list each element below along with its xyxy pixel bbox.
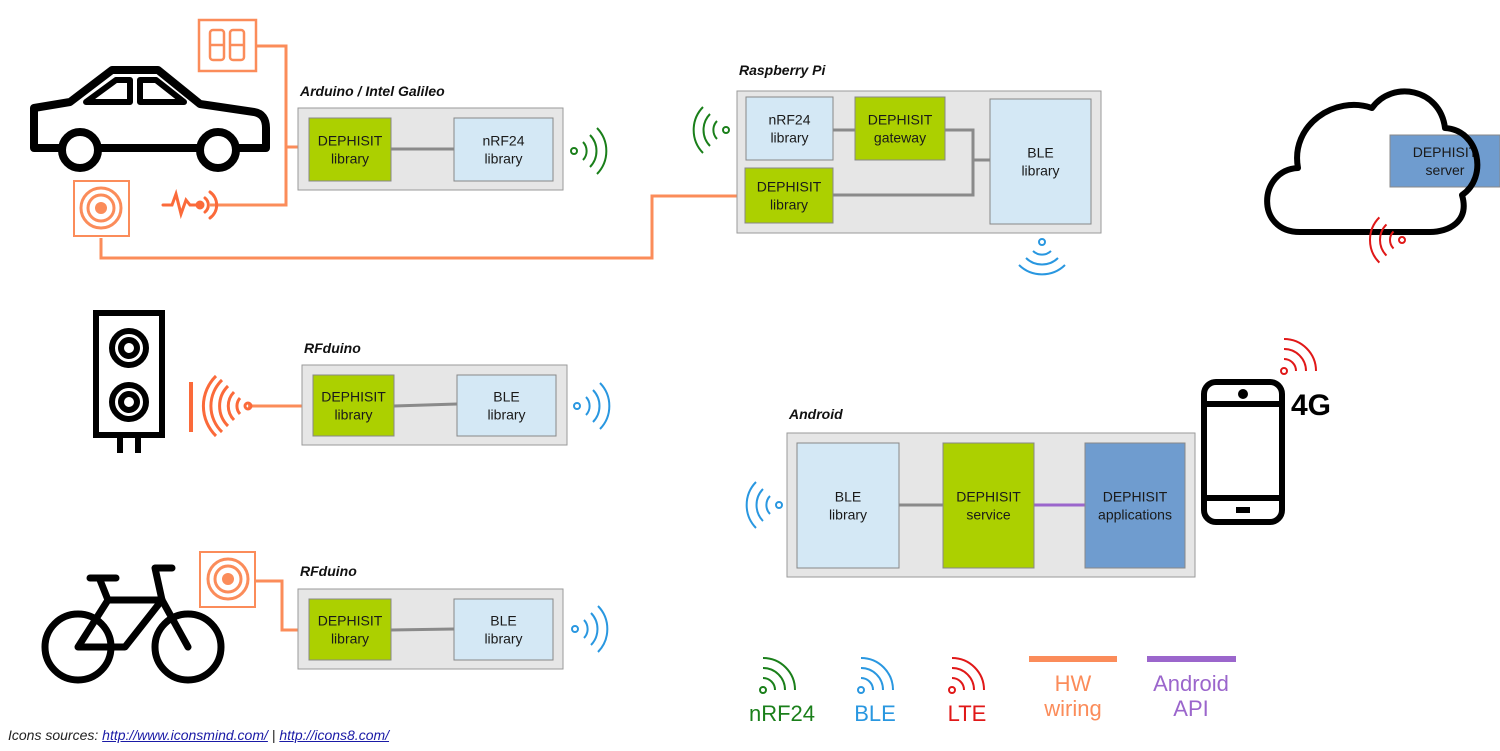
raspberry-nrf24-library-label-line: library [770, 130, 808, 146]
android-dephisit-applications-box: DEPHISIT applications [1084, 442, 1186, 569]
rfduino1-dephisit-library-label-line: DEPHISIT [321, 389, 386, 405]
legend-ble-label: BLE [854, 701, 896, 726]
legend-hw-wiring-label: HW wiring [1044, 671, 1102, 721]
legend-nrf24-label: nRF24 [748, 701, 816, 726]
car-icon [30, 66, 270, 172]
android-dephisit-applications-label-line: applications [1098, 507, 1172, 523]
arduino-title: Arduino / Intel Galileo [300, 83, 445, 99]
arduino-dephisit-library-label-line: library [331, 151, 369, 167]
heartbeat-signal-icon [161, 188, 219, 220]
android-ble-library-label-line: library [829, 507, 867, 523]
android-ble-library-box: BLE library [796, 442, 900, 569]
iconsmind-link[interactable]: http://www.iconsmind.com/ [102, 727, 268, 743]
arduino-dephisit-library-box: DEPHISIT library [308, 117, 392, 182]
cloud-dephisit-server-label-line: server [1426, 162, 1465, 178]
legend-android-api-label: Android API [1153, 671, 1229, 721]
raspberry-dephisit-library-label-line: DEPHISIT [757, 179, 822, 195]
rfduino2-ble-library-label-line: library [484, 631, 522, 647]
rfduino1-ble-library-label-line: BLE [493, 389, 519, 405]
rfduino2-ble-library-box: BLE library [453, 598, 554, 661]
arduino-nrf24-library-label-line: library [484, 151, 522, 167]
icons-sources-footer: Icons sources: http://www.iconsmind.com/… [8, 727, 389, 743]
icons8-link[interactable]: http://icons8.com/ [279, 727, 390, 743]
rfduino2-title: RFduino [300, 563, 357, 579]
raspberry-nrf24-library-label-line: nRF24 [768, 112, 810, 128]
bicycle-sensor-icon [199, 551, 256, 608]
rfduino1-dephisit-library-box: DEPHISIT library [312, 374, 395, 437]
footer-separator: | [271, 727, 276, 743]
rfduino1-dephisit-library-label-line: library [334, 407, 372, 423]
legend-lte-icon [948, 657, 985, 694]
legend [759, 656, 1236, 694]
android-title: Android [789, 406, 843, 422]
android-dephisit-service-box: DEPHISIT service [942, 442, 1035, 569]
rfduino2-dephisit-library-box: DEPHISIT library [308, 598, 392, 661]
footer-prefix: Icons sources: [8, 727, 99, 743]
android-ble-library-label-line: BLE [835, 489, 861, 505]
android-dephisit-applications-label-line: DEPHISIT [1103, 489, 1168, 505]
raspberry-dephisit-gateway-label-line: DEPHISIT [868, 112, 933, 128]
rfduino1-ble-library-label-line: library [487, 407, 525, 423]
phone-4g-badge: 4G [1291, 389, 1331, 422]
traffic-light-icon [93, 310, 165, 453]
raspberry-dephisit-library-label-line: library [770, 197, 808, 213]
raspberry-dephisit-gateway-box: DEPHISIT gateway [854, 96, 946, 161]
rfduino1-title: RFduino [304, 340, 361, 356]
seven-segment-display-icon [197, 18, 258, 73]
cloud-dephisit-server-box: DEPHISIT server [1389, 134, 1500, 188]
cloud-icon [1264, 88, 1481, 235]
rfduino2-dephisit-library-label-line: library [331, 631, 369, 647]
android-dephisit-service-label-line: DEPHISIT [956, 489, 1021, 505]
legend-ble-icon [857, 657, 894, 694]
raspberry-nrf24-library-box: nRF24 library [745, 96, 834, 161]
raspberry-ble-library-label-line: library [1021, 163, 1059, 179]
android-dephisit-service-label-line: service [966, 507, 1011, 523]
arduino-nrf24-library-box: nRF24 library [453, 117, 554, 182]
sensor-icon [73, 180, 130, 237]
raspberry-dephisit-library-box: DEPHISIT library [744, 167, 834, 224]
arduino-dephisit-library-label-line: DEPHISIT [318, 133, 383, 149]
raspberry-ble-library-label-line: BLE [1027, 145, 1053, 161]
arduino-nrf24-library-label-line: nRF24 [482, 133, 524, 149]
legend-nrf24-icon [759, 657, 796, 694]
bicycle-icon [41, 564, 225, 684]
rfduino2-dephisit-library-label-line: DEPHISIT [318, 613, 383, 629]
raspberry-dephisit-gateway-label-line: gateway [874, 130, 926, 146]
library-connectors [390, 128, 990, 632]
rfduino2-ble-library-label-line: BLE [490, 613, 516, 629]
raspberry-title: Raspberry Pi [739, 62, 826, 78]
smartphone-icon [1201, 379, 1285, 525]
traffic-transmitter-icon [189, 374, 253, 438]
rfduino1-ble-library-box: BLE library [456, 374, 557, 437]
legend-lte-label: LTE [947, 701, 987, 726]
raspberry-ble-library-box: BLE library [989, 98, 1092, 225]
cloud-dephisit-server-label-line: DEPHISIT [1413, 144, 1478, 160]
